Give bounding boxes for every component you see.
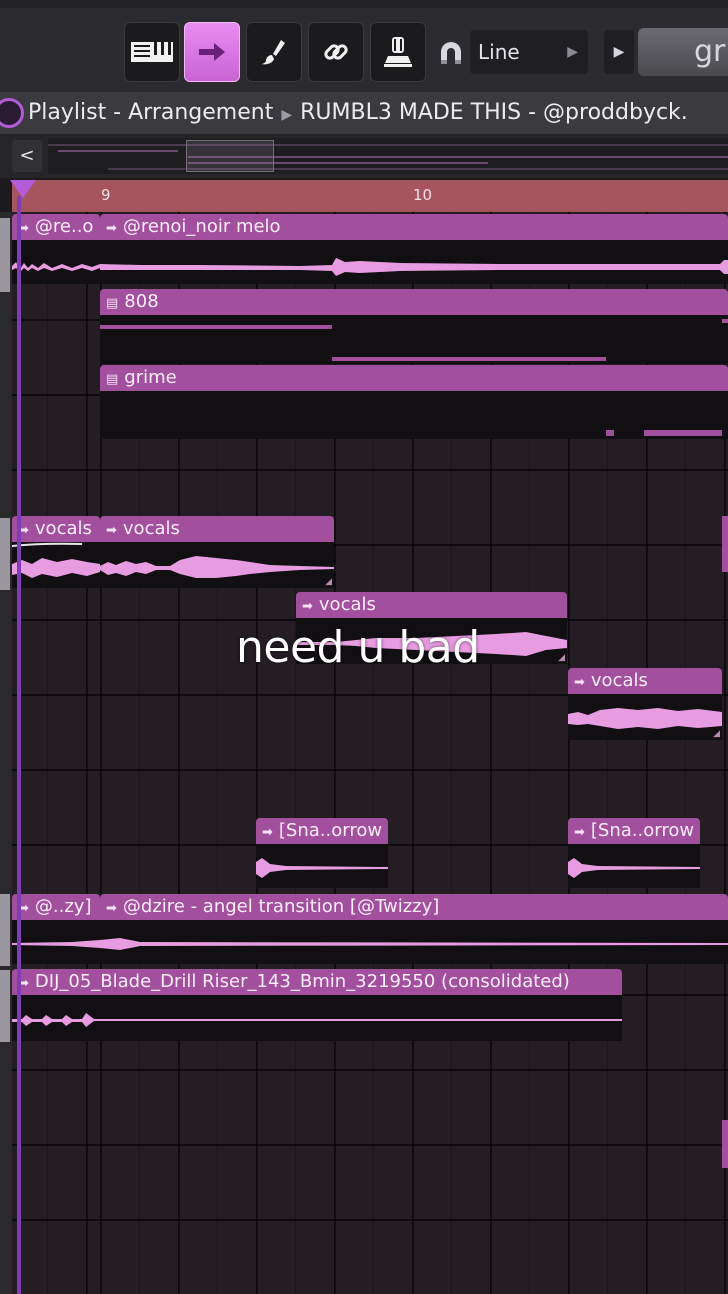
overview-track[interactable]	[48, 138, 728, 174]
arrow-tool-button[interactable]	[184, 22, 240, 82]
clip-label: vocals	[34, 518, 92, 539]
audio-clip[interactable]: ➡ [Sna..orrow	[256, 818, 388, 888]
chevron-right-icon: ▶	[567, 44, 578, 60]
overview-line	[188, 156, 728, 158]
clip-label: @re..o	[34, 216, 94, 237]
clip-label: [Sna..orrow	[278, 820, 383, 841]
audio-clip[interactable]: ➡ @re..o	[12, 214, 100, 284]
playlist-toolbar: Line ▶ ▶ grime	[0, 0, 728, 92]
audio-clip-icon: ➡	[574, 825, 585, 840]
audio-clip-icon: ➡	[302, 599, 313, 614]
snap-select[interactable]: Line ▶	[470, 30, 588, 74]
stamp-button[interactable]	[370, 22, 426, 82]
pattern-clip[interactable]: ▤ 808	[100, 289, 728, 364]
clip-label: @renoi_noir melo	[122, 216, 281, 237]
pattern-clip[interactable]: ▤ grime	[100, 365, 728, 439]
audio-clip[interactable]: ➡ @..zy]	[12, 894, 100, 964]
link-button[interactable]	[308, 22, 364, 82]
arrow-icon	[197, 40, 227, 64]
arrangement-overview: <	[0, 134, 728, 178]
window-title: Playlist - Arrangement	[28, 100, 274, 125]
snap-value: Line	[478, 40, 520, 64]
clip-resize-handle[interactable]: ◢	[713, 729, 720, 739]
pattern-selector[interactable]: grime	[638, 28, 728, 76]
pattern-play-button[interactable]: ▶	[604, 30, 634, 74]
overview-line	[58, 150, 178, 152]
audio-clip-icon: ➡	[18, 221, 29, 236]
overview-view-window[interactable]	[186, 140, 274, 172]
overview-line	[188, 162, 488, 164]
lane-handle[interactable]	[0, 970, 10, 1042]
audio-clip-icon: ➡	[18, 976, 29, 991]
audio-clip[interactable]: ➡ @dzire - angel transition [@Twizzy]	[100, 894, 728, 964]
audio-clip[interactable]: ➡ [Sna..orrow	[568, 818, 700, 888]
pattern-clip-icon: ▤	[106, 296, 119, 311]
track-strip	[0, 212, 12, 1294]
play-icon: ▶	[613, 44, 625, 60]
audio-clip[interactable]: ➡ DIJ_05_Blade_Drill Riser_143_Bmin_32195…	[12, 969, 622, 1041]
clip-label: grime	[124, 367, 177, 388]
overview-line	[48, 144, 728, 146]
audio-clip-icon: ➡	[106, 523, 117, 538]
clip-label: [Sna..orrow	[590, 820, 695, 841]
toolbar-top-strip	[0, 0, 728, 8]
piano-roll-icon	[130, 39, 174, 65]
piano-roll-button[interactable]	[124, 22, 180, 82]
stamp-icon	[380, 34, 416, 70]
lane-handle[interactable]	[0, 518, 10, 590]
brush-icon	[259, 37, 289, 67]
audio-clip-icon: ➡	[574, 675, 585, 690]
clip-label: vocals	[318, 594, 376, 615]
audio-clip-icon: ➡	[106, 221, 117, 236]
clip-label: 808	[124, 291, 159, 312]
playlist-icon[interactable]	[0, 98, 24, 128]
audio-clip[interactable]: ➡ @renoi_noir melo	[100, 214, 728, 284]
pattern-clip-icon: ▤	[106, 372, 119, 387]
clip-label: vocals	[590, 670, 648, 691]
audio-clip[interactable]: ➡ vocals ◢	[568, 668, 722, 740]
bar-number: 10	[413, 186, 433, 204]
audio-clip[interactable]: ➡ vocals	[12, 516, 100, 588]
magnet-icon[interactable]	[438, 40, 464, 70]
audio-clip[interactable]: ➡ vocals ◢	[296, 592, 567, 664]
breadcrumb-arrow-icon: ▶	[281, 107, 293, 123]
audio-clip[interactable]: ➡ vocals ◢	[100, 516, 334, 588]
lane-handle[interactable]	[0, 218, 10, 292]
clip-label: DIJ_05_Blade_Drill Riser_143_Bmin_321955…	[34, 971, 570, 992]
scroll-left-button[interactable]: <	[12, 140, 42, 172]
pattern-name: grime	[694, 34, 728, 69]
timeline-ruler[interactable]: 9 10	[12, 180, 728, 212]
bar-number: 9	[101, 186, 111, 204]
clip-label: @..zy]	[34, 896, 92, 917]
lane-handle[interactable]	[0, 894, 10, 966]
clip-resize-handle[interactable]: ◢	[558, 653, 565, 663]
video-caption: need u bad	[236, 622, 480, 673]
audio-clip[interactable]	[722, 1120, 728, 1168]
audio-clip-icon: ➡	[106, 901, 117, 916]
audio-clip-icon: ➡	[262, 825, 273, 840]
clip-label: vocals	[122, 518, 180, 539]
chevron-left-icon: <	[19, 145, 35, 166]
project-title: RUMBL3 MADE THIS - @proddbyck.	[300, 100, 688, 125]
playlist-titlebar: Playlist - Arrangement ▶ RUMBL3 MADE THIS …	[0, 92, 728, 134]
overview-line	[108, 168, 728, 170]
audio-clip[interactable]	[722, 516, 728, 572]
clip-label: @dzire - angel transition [@Twizzy]	[122, 896, 440, 917]
link-icon	[321, 37, 351, 67]
audio-clip-icon: ➡	[18, 523, 29, 538]
audio-clip-icon: ➡	[18, 901, 29, 916]
paint-tool-button[interactable]	[246, 22, 302, 82]
clip-resize-handle[interactable]: ◢	[325, 577, 332, 587]
playhead-line[interactable]	[17, 196, 21, 1294]
playhead-marker-icon[interactable]	[10, 180, 36, 198]
